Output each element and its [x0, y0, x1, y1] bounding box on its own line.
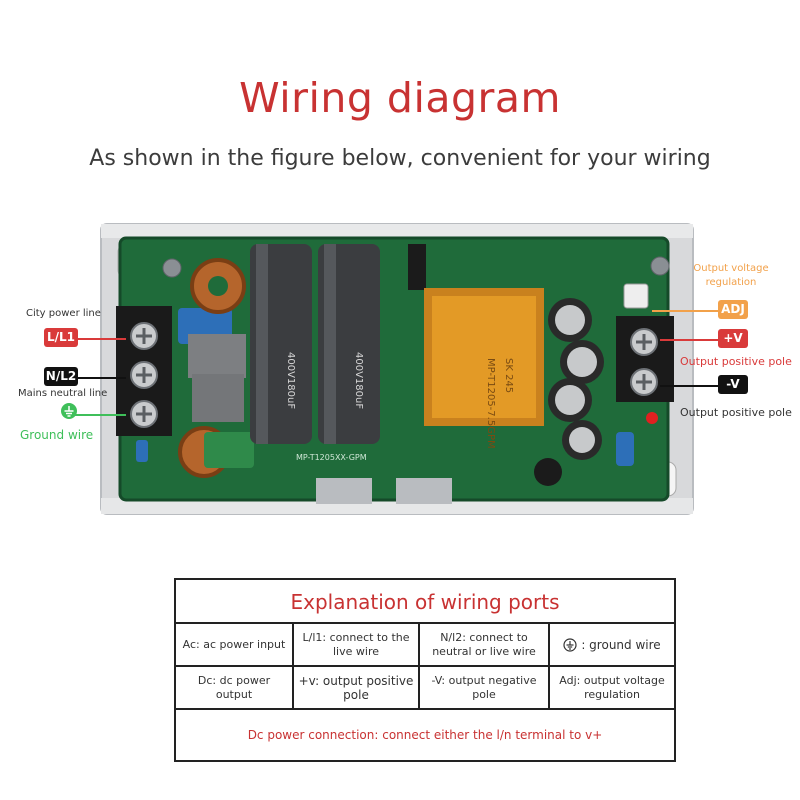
table-cell: Dc: dc power output [176, 667, 294, 708]
table-cell-ground: : ground wire [550, 624, 674, 665]
cap-right-marking: 400V180uF [353, 352, 364, 409]
table-row-dc: Dc: dc power output +v: output positive … [176, 667, 674, 710]
table-cell: L/l1: connect to the live wire [294, 624, 420, 665]
cap-left-marking: 400V180uF [285, 352, 296, 409]
ground-cell-text: : ground wire [581, 637, 661, 652]
table-cell: N/l2: connect to neutral or live wire [420, 624, 550, 665]
power-supply-board-drawing: 400V180uF 400V180uF MP-T1205-7.5GPM SK 2… [100, 223, 694, 515]
adj-lead-line [652, 310, 720, 312]
table-cell: -V: output negative pole [420, 667, 550, 708]
table-heading: Explanation of wiring ports [176, 580, 674, 624]
ground-icon [60, 402, 78, 420]
output-voltage-regulation-label: Output voltage regulation [693, 263, 769, 288]
nl2-tag: N/L2 [44, 367, 78, 386]
table-row-ac: Ac: ac power input L/l1: connect to the … [176, 624, 674, 667]
ground-wire-label: Ground wire [20, 428, 94, 442]
pcb-code-marking: MP-T1205XX-GPM [296, 453, 367, 462]
adj-tag: ADJ [718, 300, 748, 319]
table-cell: Ac: ac power input [176, 624, 294, 665]
output-positive-pole-label-2: Output positive pole [680, 406, 792, 419]
output-positive-pole-label-1: Output positive pole [680, 355, 792, 368]
ground-symbol-icon [563, 637, 577, 652]
mains-neutral-line-label: Mains neutral line [18, 388, 108, 399]
minus-v-lead-line [660, 385, 720, 387]
page-subtitle: As shown in the figure below, convenient… [89, 146, 711, 171]
plus-v-tag: +V [718, 329, 748, 348]
ground-lead-line [66, 414, 126, 416]
plus-v-lead-line [660, 339, 720, 341]
power-supply-board-image: 400V180uF 400V180uF MP-T1205-7.5GPM SK 2… [96, 222, 696, 520]
transformer-marking: MP-T1205-7.5GPM [485, 358, 496, 449]
table-cell: +v: output positive pole [294, 667, 420, 708]
ll1-lead-line [66, 338, 126, 340]
city-power-line-label: City power line [26, 308, 101, 319]
table-cell: Adj: output voltage regulation [559, 673, 665, 701]
minus-v-tag: -V [718, 375, 748, 394]
wiring-ports-table: Explanation of wiring ports Ac: ac power… [174, 578, 676, 762]
transformer-sub-marking: SK 245 [503, 358, 514, 393]
table-footer-note: Dc power connection: connect either the … [247, 728, 603, 742]
nl2-lead-line [66, 377, 126, 379]
ll1-tag: L/L1 [44, 328, 78, 347]
page-title: Wiring diagram [239, 74, 561, 122]
